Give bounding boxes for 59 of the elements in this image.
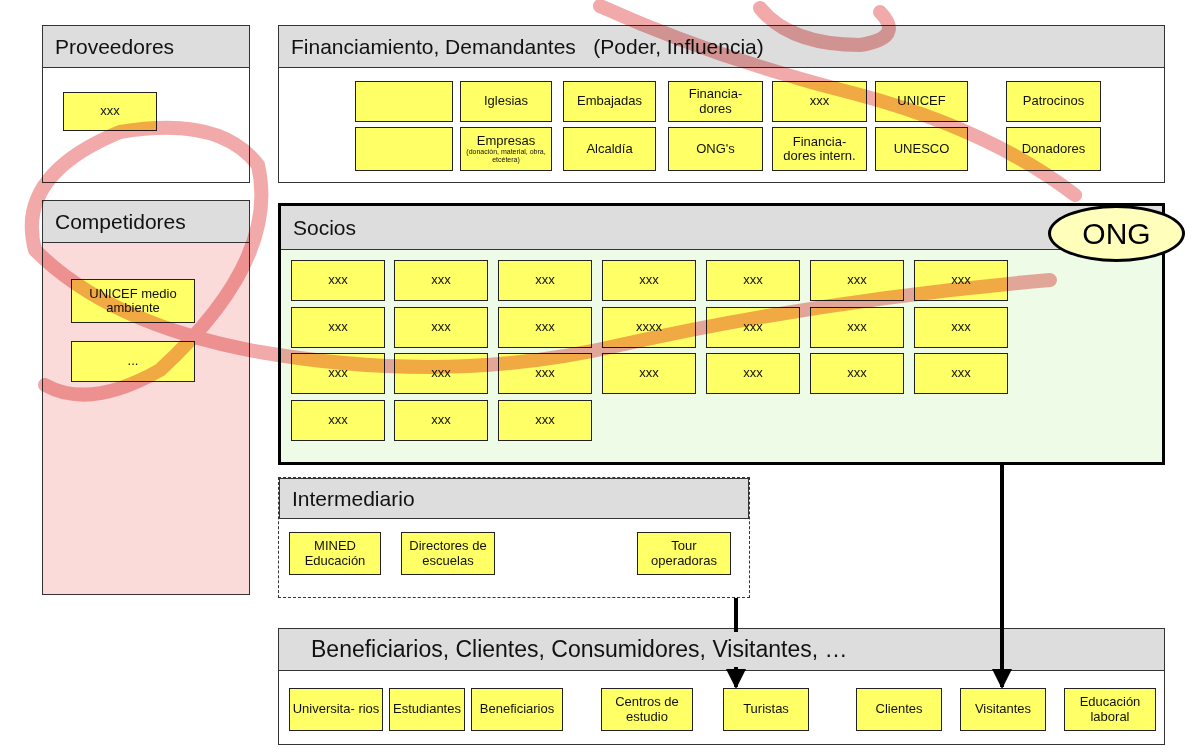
label-box: xxx: [772, 81, 867, 122]
label-box: Visitantes: [960, 688, 1046, 731]
label-box: Financia- dores intern.: [772, 127, 867, 171]
label-box: Universita- rios: [289, 688, 383, 731]
group-panel: [278, 477, 750, 598]
label-box: xxx: [810, 260, 904, 301]
label-box: MINED Educación: [289, 532, 381, 575]
label-box: xxx: [706, 353, 800, 394]
label-box: Clientes: [856, 688, 942, 731]
label-box: xxx: [914, 353, 1008, 394]
label-box: Alcaldía: [563, 127, 656, 171]
label-box: UNESCO: [875, 127, 968, 171]
arrow: [992, 465, 1012, 689]
label-box: Directores de escuelas: [401, 532, 495, 575]
group-panel: [278, 628, 1165, 745]
label-box: Educación laboral: [1064, 688, 1156, 731]
label-box: xxxx: [602, 307, 696, 348]
label-box: xxx: [498, 400, 592, 441]
label-box: xxx: [291, 400, 385, 441]
label-box: xxx: [810, 307, 904, 348]
label-box: xxx: [394, 400, 488, 441]
label-box: xxx: [706, 260, 800, 301]
label-box: ...: [71, 341, 195, 382]
label-box: xxx: [706, 307, 800, 348]
empty-box: [355, 127, 453, 171]
label-box: Iglesias: [460, 81, 552, 122]
label-box: xxx: [291, 353, 385, 394]
label-box: Centros de estudio: [601, 688, 693, 731]
group-panel: [42, 25, 250, 183]
group-panel: [42, 200, 250, 595]
label-box: xxx: [394, 353, 488, 394]
label-box: xxx: [498, 307, 592, 348]
group-panel: [278, 203, 1165, 465]
label-box: xxx: [914, 260, 1008, 301]
label-box: xxx: [602, 353, 696, 394]
label-box: xxx: [498, 353, 592, 394]
label-box: Financia- dores: [668, 81, 763, 122]
label-box: Estudiantes: [389, 688, 465, 731]
label-box: xxx: [291, 307, 385, 348]
group-panel: [278, 25, 1165, 183]
label-box: Patrocinos: [1006, 81, 1101, 122]
label-box: Tour operadoras: [637, 532, 731, 575]
label-box: xxx: [602, 260, 696, 301]
empty-box: [355, 81, 453, 122]
label-box: xxx: [810, 353, 904, 394]
label-box: xxx: [291, 260, 385, 301]
arrow: [726, 598, 746, 689]
label-box: Turistas: [723, 688, 809, 731]
label-box: Embajadas: [563, 81, 656, 122]
label-box: UNICEF: [875, 81, 968, 122]
label-box: xxx: [394, 307, 488, 348]
label-box: UNICEF medio ambiente: [71, 279, 195, 323]
label-box: xxx: [394, 260, 488, 301]
label-box: Beneficiarios: [471, 688, 563, 731]
label-box: ONG's: [668, 127, 763, 171]
label-box: Donadores: [1006, 127, 1101, 171]
label-box: xxx: [914, 307, 1008, 348]
label-box: xxx: [498, 260, 592, 301]
label-box: xxx: [63, 92, 157, 131]
